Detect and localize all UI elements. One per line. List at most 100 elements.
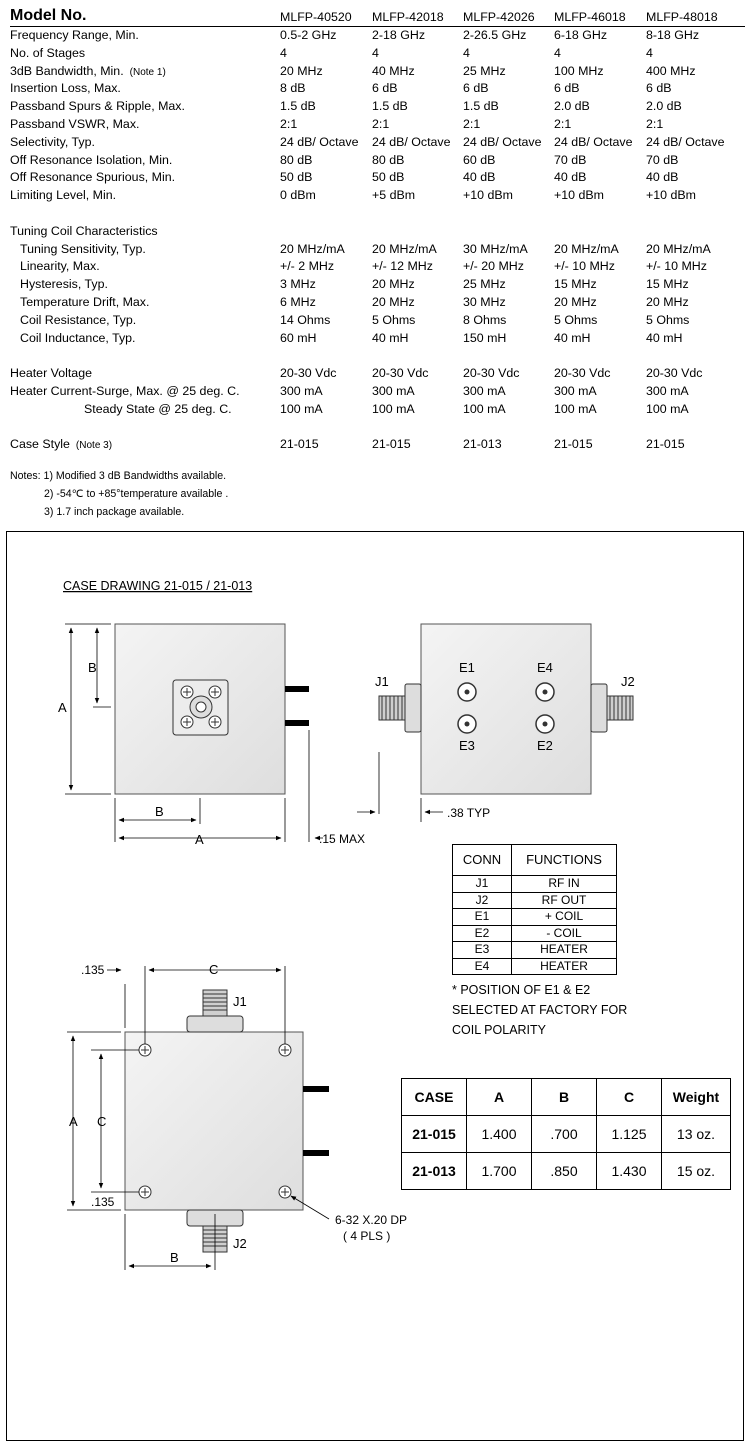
case-dim-cell: 1.400: [466, 1115, 532, 1153]
case-style-value: 21-015: [554, 437, 593, 452]
spec-value: 24 dB/ Octave: [554, 134, 633, 149]
spec-value: 2:1: [280, 116, 298, 131]
spec-row: Heater Current-Surge, Max. @ 25 deg. C. 3…: [10, 383, 745, 401]
a-header: A: [466, 1078, 532, 1116]
conn-id-cell: E3: [452, 941, 512, 959]
footnote-line: COIL POLARITY: [452, 1023, 547, 1037]
conn-id-cell: J1: [452, 875, 512, 893]
spec-value: 20 MHz/mA: [554, 241, 619, 256]
spec-row-label-text: 3dB Bandwidth, Min.: [10, 63, 124, 78]
spec-value: 8-18 GHz: [646, 28, 700, 42]
spec-value: 24 dB/ Octave: [463, 134, 542, 149]
spec-value: 20 MHz: [372, 277, 415, 292]
spec-row-label: Selectivity, Typ.: [10, 134, 95, 152]
spec-row-label-text: Passband VSWR, Max.: [10, 116, 140, 131]
screw-qty-label: ( 4 PLS ): [343, 1229, 390, 1243]
spec-value: 20-30 Vdc: [280, 366, 337, 381]
functions-header: FUNCTIONS: [511, 844, 617, 876]
spec-value: 2:1: [554, 116, 572, 131]
spec-row-label-text: Coil Inductance, Typ.: [20, 330, 136, 345]
spec-value: 4: [372, 45, 379, 60]
j1-sma-icon: [186, 989, 244, 1033]
spec-value: 0 dBm: [280, 188, 316, 203]
spec-row-label: Heater Voltage: [10, 365, 92, 383]
conn-id-cell: E4: [452, 957, 512, 975]
spec-value: 300 mA: [280, 383, 323, 398]
spec-table: Model No. MLFP-40520 MLFP-42018 MLFP-420…: [10, 6, 745, 454]
spec-row: Selectivity, Typ. 24 dB/ Octave 24 dB/ Oct…: [10, 134, 745, 152]
spec-value: +/- 10 MHz: [554, 259, 615, 274]
spec-value: 6 dB: [372, 81, 398, 96]
spec-value: 40 dB: [554, 170, 587, 185]
model-name: MLFP-40520: [280, 10, 352, 24]
case-dim-cell: 13 oz.: [661, 1115, 731, 1153]
spec-value: 24 dB/ Octave: [280, 134, 359, 149]
conn-id-cell: E1: [452, 908, 512, 926]
spec-row: Linearity, Max.+/- 2 MHz+/- 12 MHz+/- 20…: [10, 258, 745, 276]
spec-value: 2.0 dB: [646, 99, 682, 114]
spec-value: 4: [463, 45, 470, 60]
spec-row-label-text: Linearity, Max.: [20, 259, 100, 274]
model-name: MLFP-48018: [646, 10, 718, 24]
spec-value: 100 mA: [280, 401, 323, 416]
case-drawing-svg: CASE DRAWING 21-015 / 21-013 A B: [58, 579, 635, 1270]
spec-row-label-text: Frequency Range, Min.: [10, 28, 139, 42]
case-id-cell: 21-013: [401, 1152, 467, 1190]
spec-value: +/- 12 MHz: [372, 259, 433, 274]
spec-row-label: No. of Stages: [10, 45, 85, 63]
coil-heading: Tuning Coil Characteristics: [10, 223, 158, 238]
spec-row-label-text: Heater Current-Surge, Max. @ 25 deg. C.: [10, 383, 240, 398]
spec-value: 300 mA: [554, 383, 597, 398]
spec-value: 100 mA: [554, 401, 597, 416]
case-dim-cell: .700: [531, 1115, 597, 1153]
spec-value: 40 MHz: [372, 63, 415, 78]
e4-label: E4: [537, 660, 553, 675]
terminal-e4-icon: [535, 682, 555, 702]
model-name: MLFP-42026: [463, 10, 535, 24]
spec-value: 60 dB: [463, 152, 496, 167]
spec-row-label: Limiting Level, Min.: [10, 187, 116, 205]
spec-row-label-text: No. of Stages: [10, 45, 86, 60]
spec-value: 20-30 Vdc: [463, 366, 520, 381]
spec-row-label-text: Heater Voltage: [10, 366, 92, 381]
spec-value: 5 Ohms: [372, 312, 416, 327]
note-1: Notes: 1) Modified 3 dB Bandwidths avail…: [10, 470, 227, 482]
case-dim-cell: 1.700: [466, 1152, 532, 1190]
spec-value: 30 MHz: [463, 294, 506, 309]
heater-rows: Heater Voltage 20-30 Vdc 20-30 Vdc 20-30 Vd…: [10, 365, 745, 418]
case-dim-cell: 1.430: [596, 1152, 662, 1190]
spec-value: 400 MHz: [646, 63, 696, 78]
spec-value: 300 mA: [463, 383, 506, 398]
spec-row-label: Insertion Loss, Max.: [10, 80, 121, 98]
mounting-hole-icon: [138, 1043, 152, 1057]
spec-value: 20 MHz: [372, 294, 415, 309]
spec-value: 6 dB: [463, 81, 489, 96]
model-no-label: Model No.: [10, 7, 87, 24]
footnote-line: * POSITION OF E1 & E2: [452, 983, 591, 997]
spec-row-label: Steady State @ 25 deg. C.: [84, 401, 232, 419]
front-view: A B B A .15 MAX: [58, 623, 365, 847]
case-style-value: 21-015: [280, 437, 319, 452]
spec-value: 60 mH: [280, 330, 317, 345]
case-id-cell: 21-015: [401, 1115, 467, 1153]
spec-row-label-text: Insertion Loss, Max.: [10, 81, 121, 96]
spec-value: 0.5-2 GHz: [280, 28, 337, 42]
spec-row-label-text: Temperature Drift, Max.: [20, 294, 150, 309]
spec-value: 20-30 Vdc: [554, 366, 611, 381]
conn-header: CONN: [452, 844, 512, 876]
j2-label: J2: [233, 1236, 247, 1251]
terminal-e1-icon: [457, 682, 477, 702]
spec-value: +/- 20 MHz: [463, 259, 524, 274]
spec-value: 40 dB: [463, 170, 496, 185]
spec-row-label: Hysteresis, Typ.: [20, 276, 108, 294]
